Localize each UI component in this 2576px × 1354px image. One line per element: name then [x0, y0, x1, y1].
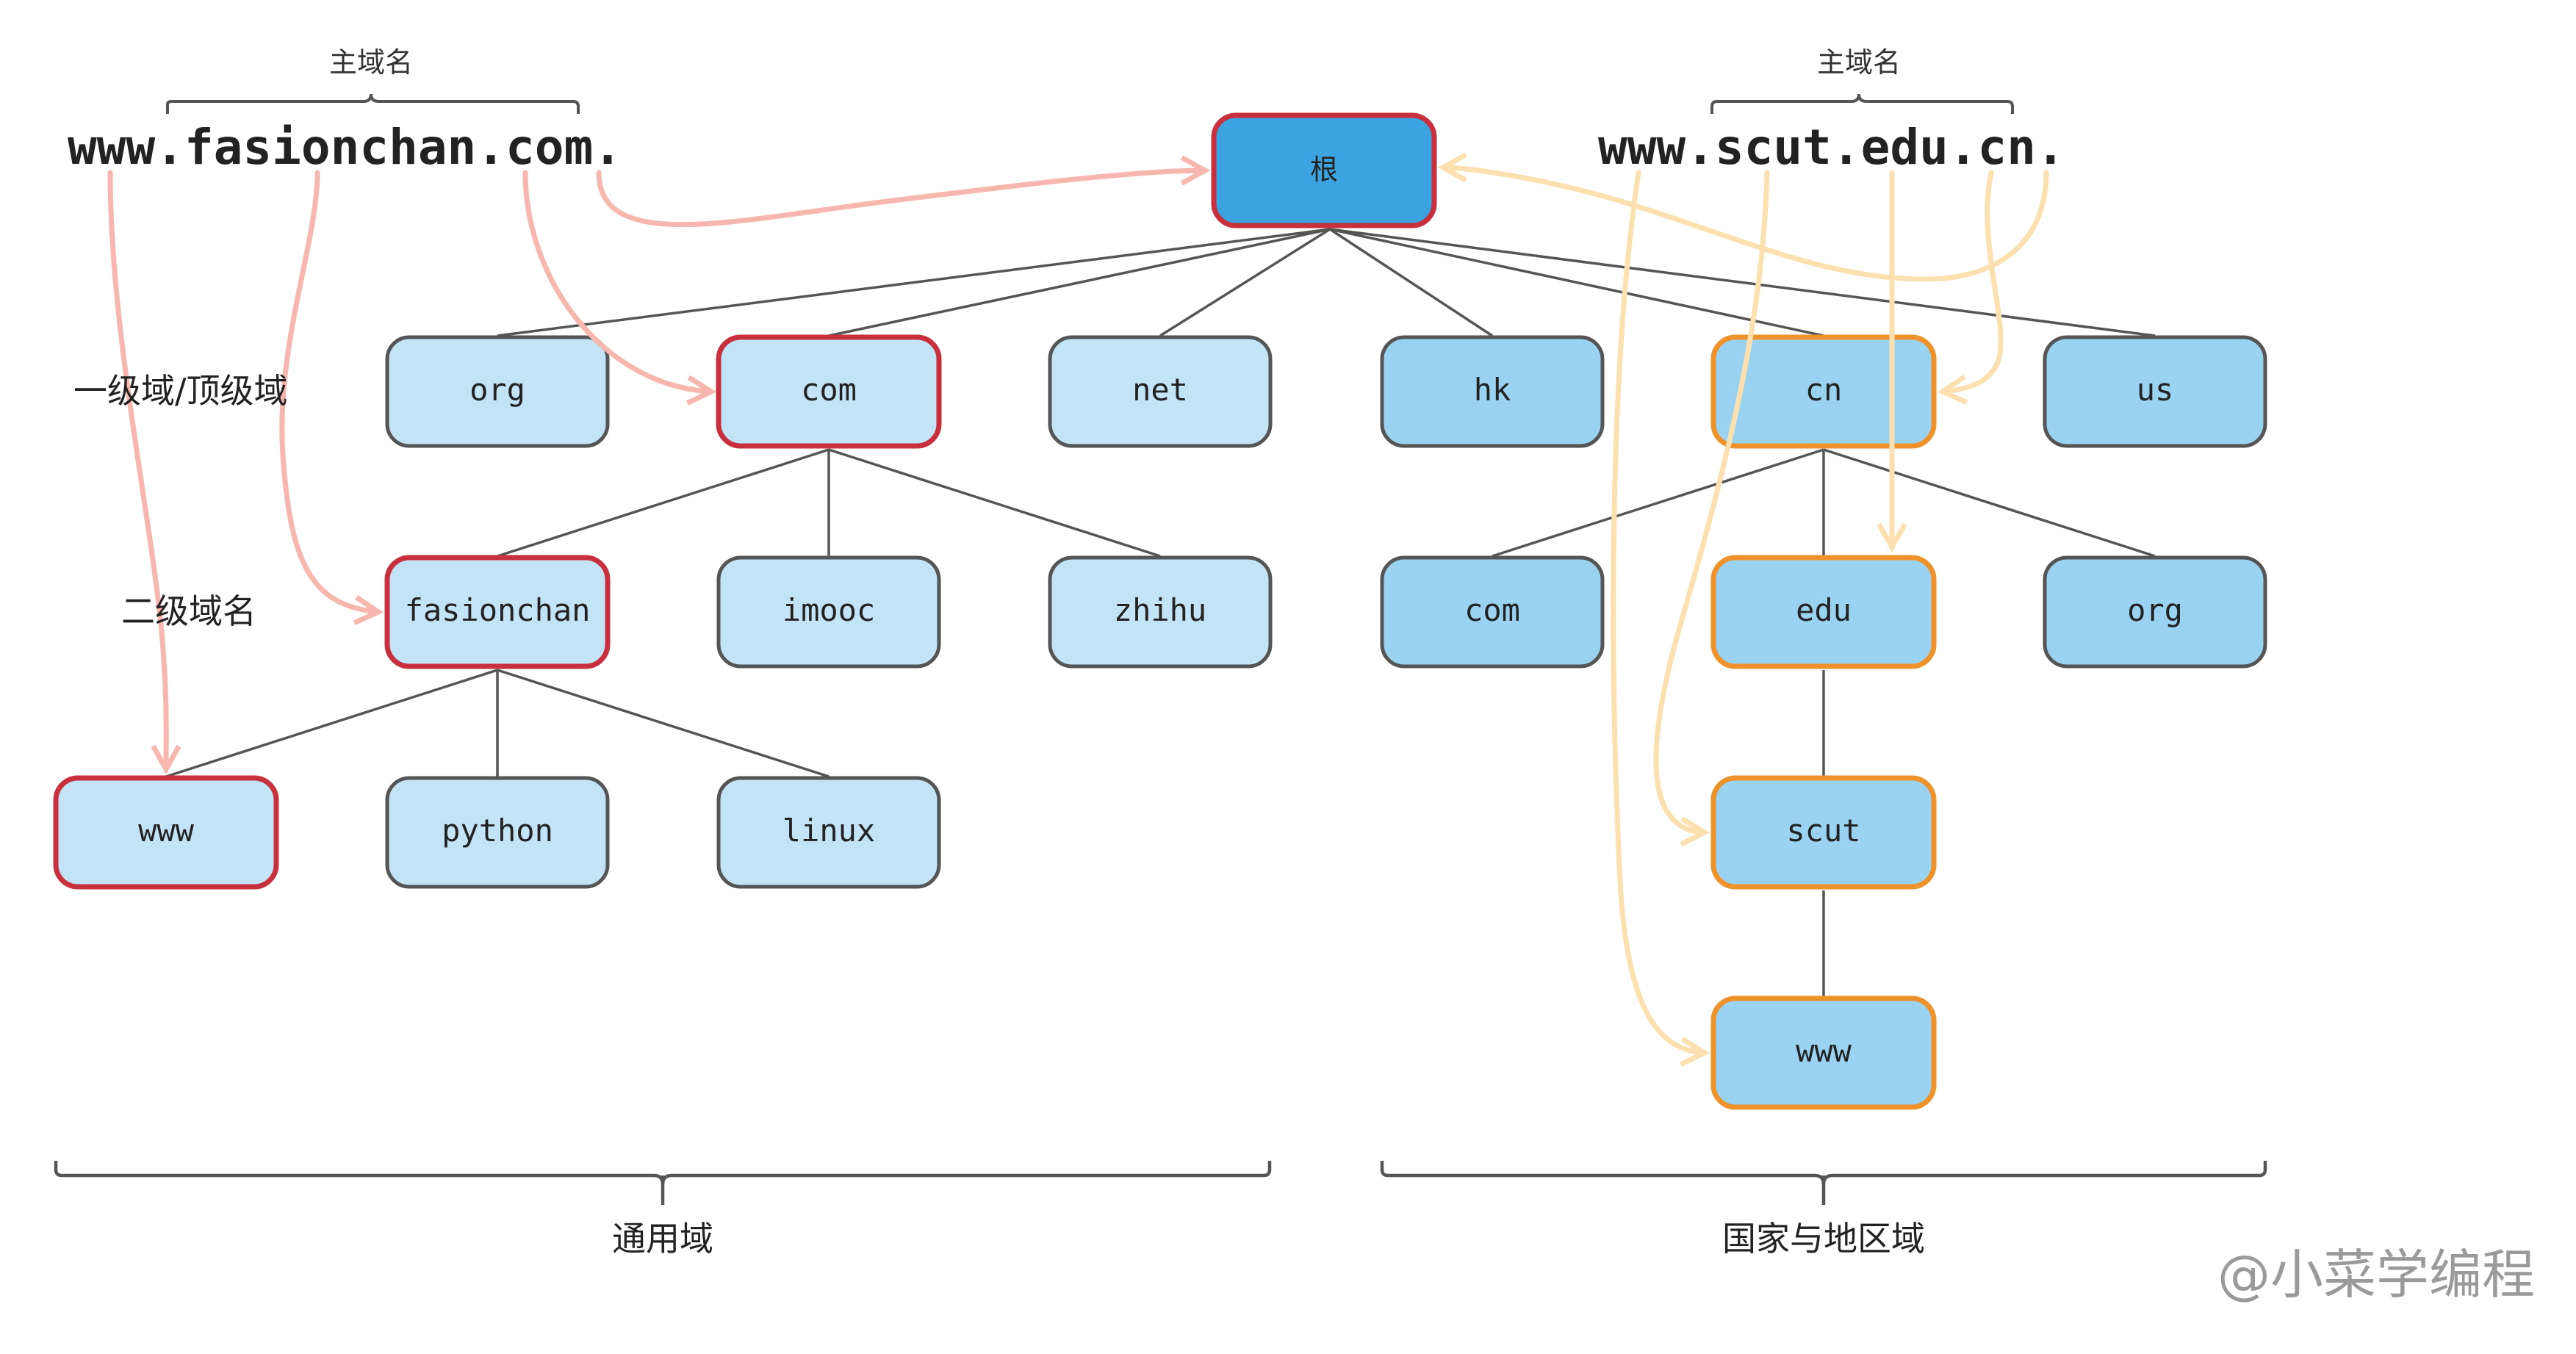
country-domains-label: 国家与地区域 — [1722, 1219, 1925, 1258]
arrow-www-to-www-right — [1611, 170, 1705, 1053]
node-com-label: com — [801, 372, 857, 408]
node-us: us — [2043, 335, 2267, 448]
watermark: @小菜学编程 — [2217, 1244, 2535, 1306]
arrow-dot-to-root — [596, 170, 1205, 228]
node-hk: hk — [1380, 335, 1605, 448]
node-linux-label: linux — [782, 813, 875, 849]
node-www-right: www — [1710, 995, 1937, 1110]
edge-com-zhihu — [828, 448, 1161, 558]
arrow-fasionchan-to-node — [279, 170, 378, 612]
node-www-right-label: www — [1796, 1033, 1852, 1069]
node-cn-org-label: org — [2127, 592, 2183, 628]
node-zhihu: zhihu — [1048, 555, 1273, 669]
node-fasionchan: fasionchan — [384, 555, 611, 669]
edge-root-hk — [1329, 228, 1493, 337]
edge-com-fasionchan — [497, 448, 830, 558]
node-python: python — [385, 776, 610, 889]
node-www-left-label: www — [138, 813, 195, 849]
node-www-left: www — [53, 775, 279, 890]
edge-cn-com — [1492, 448, 1824, 558]
right-main-domain-caption: 主域名 — [1817, 46, 1901, 79]
node-python-label: python — [442, 813, 553, 849]
node-imooc-label: imooc — [782, 592, 875, 628]
node-org-label: org — [469, 372, 525, 408]
node-cn-edu-label: edu — [1796, 592, 1852, 628]
node-us-label: us — [2137, 372, 2174, 408]
node-org: org — [385, 335, 610, 448]
edge-root-us — [1329, 228, 2156, 337]
edge-root-com — [828, 228, 1331, 337]
node-cn-label: cn — [1805, 372, 1843, 408]
node-net-label: net — [1132, 372, 1188, 408]
resolution-arrows-right — [1443, 168, 2049, 1053]
right-domain-name: www.scut.edu.cn. — [1598, 119, 2065, 176]
node-scut: scut — [1710, 775, 1937, 890]
edge-root-cn — [1329, 228, 1824, 337]
level2-label: 二级域名 — [121, 591, 256, 631]
node-cn-com-label: com — [1464, 592, 1520, 628]
node-hk-label: hk — [1474, 372, 1511, 408]
edge-fasionchan-linux — [497, 669, 830, 778]
left-domain-name: www.fasionchan.com. — [68, 119, 622, 176]
right-main-domain-brace — [1710, 93, 2014, 114]
node-cn-com: com — [1380, 555, 1605, 669]
node-cn: cn — [1710, 334, 1937, 449]
left-main-domain-brace — [166, 93, 580, 114]
edge-root-org — [497, 228, 1331, 337]
edge-root-net — [1159, 228, 1331, 337]
node-com: com — [716, 334, 942, 449]
edge-cn-org — [1823, 448, 2156, 558]
edge-fasionchan-www — [165, 669, 498, 778]
generic-domains-label: 通用域 — [612, 1219, 713, 1258]
arrow-scut-to-scut — [1653, 170, 1770, 832]
resolution-arrows-left — [107, 170, 1205, 769]
tree-nodes: 根 org com net hk cn us fasionchan — [53, 112, 2267, 1110]
tree-edges — [165, 228, 2156, 997]
left-main-domain-caption: 主域名 — [329, 46, 413, 79]
node-linux: linux — [716, 776, 941, 889]
node-scut-label: scut — [1786, 813, 1860, 849]
node-fasionchan-label: fasionchan — [405, 592, 591, 628]
arrow-cn-to-cn — [1943, 170, 2004, 392]
node-imooc: imooc — [716, 555, 941, 669]
node-root: 根 — [1211, 112, 1437, 228]
arrow-com-to-com — [522, 170, 711, 392]
node-cn-org: org — [2043, 555, 2267, 669]
arrow-dot-to-root-right — [1443, 168, 2049, 282]
node-net: net — [1048, 335, 1273, 448]
arrow-www-to-node — [107, 170, 166, 769]
node-cn-edu: edu — [1710, 555, 1937, 669]
node-root-label: 根 — [1310, 154, 1338, 186]
node-zhihu-label: zhihu — [1114, 592, 1206, 628]
level1-label: 一级域/顶级域 — [73, 371, 288, 411]
